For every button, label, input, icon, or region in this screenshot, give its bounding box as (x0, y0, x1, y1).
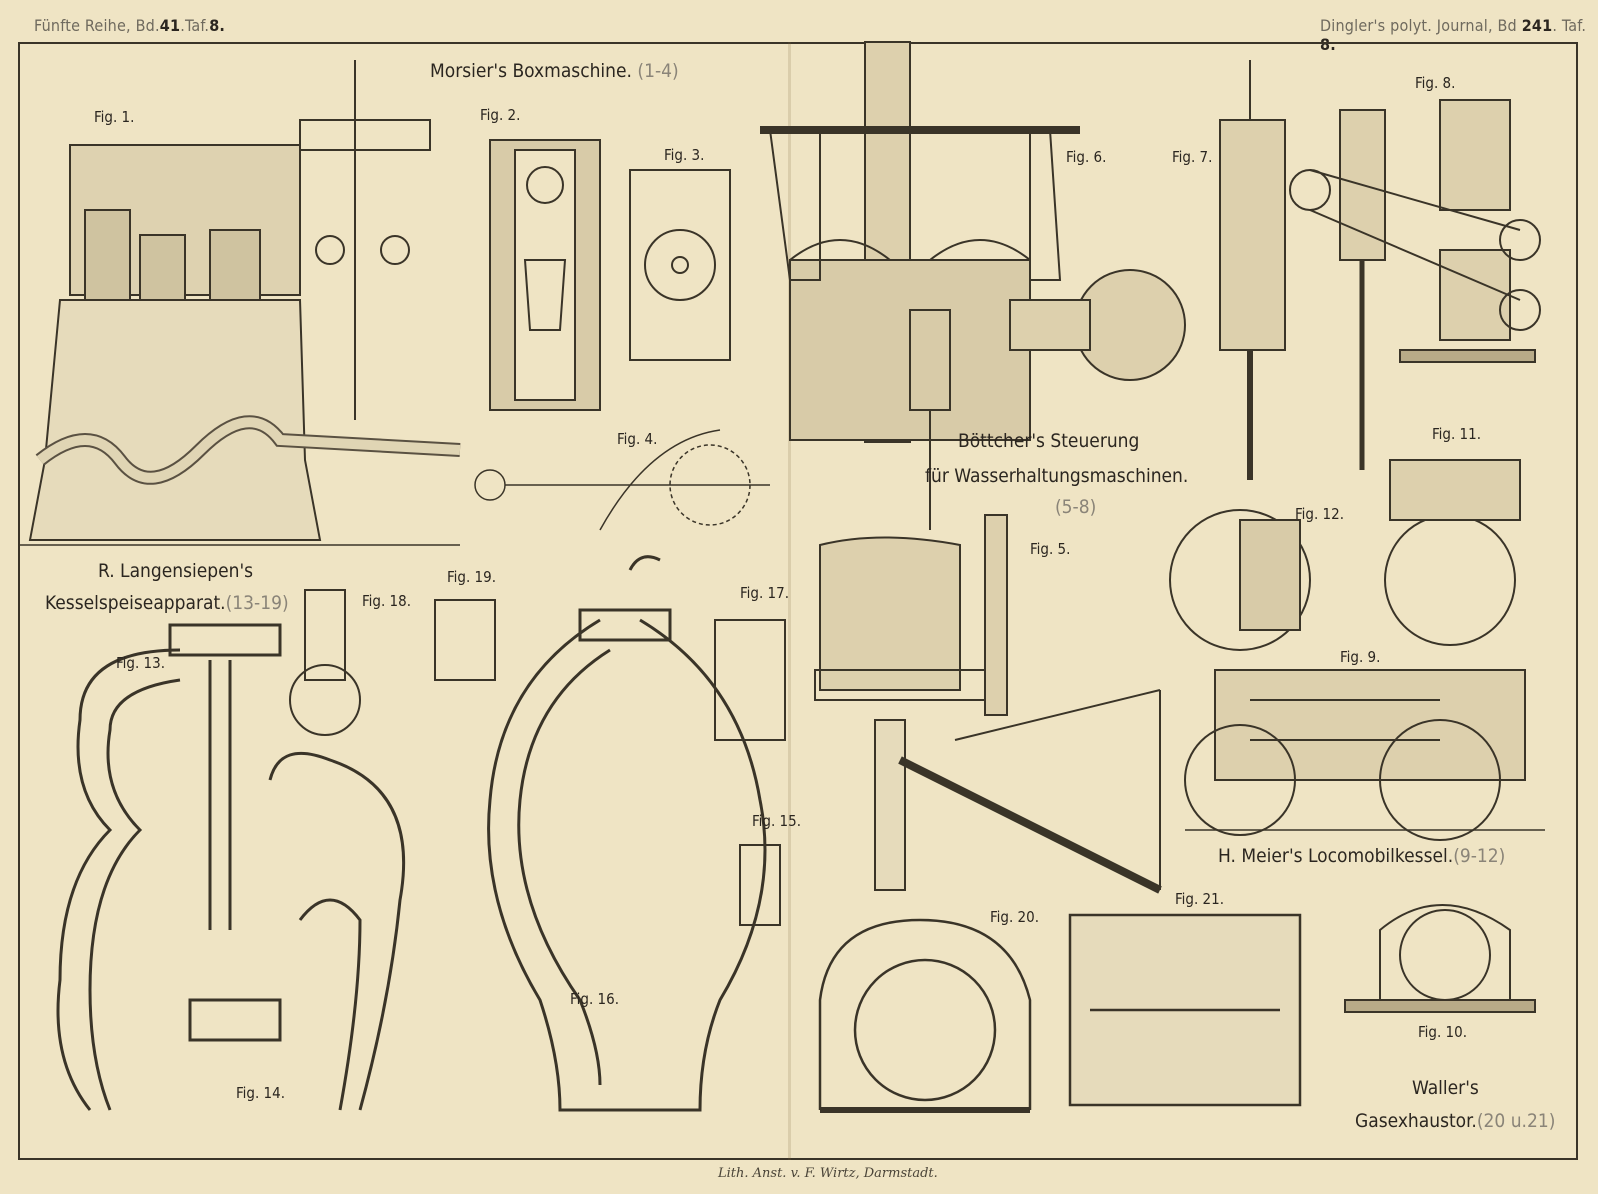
figure-range: (1-4) (637, 60, 679, 82)
caption-title: Kesselspeiseapparat. (45, 592, 226, 614)
fig-label-7: Fig. 7. (1172, 148, 1213, 166)
plate-border (18, 42, 1578, 1160)
fig2-valve-drawing (489, 139, 601, 411)
figure-range: (13-19) (225, 592, 289, 614)
fig1-boxmaschine-drawing (28, 60, 461, 541)
caption-title: Gasexhaustor. (1355, 1110, 1477, 1132)
fig-label-11: Fig. 11. (1432, 425, 1482, 443)
caption-title: H. Meier's Locomobilkessel. (1218, 845, 1454, 867)
fig-label-10: Fig. 10. (1418, 1023, 1468, 1041)
fig9-drawing (1184, 669, 1526, 841)
fig20-exhauster-drawing (818, 918, 1032, 1113)
fig6-steuerung-drawing (760, 41, 1186, 530)
fig-label-2: Fig. 2. (480, 106, 521, 124)
plate-number: 8. (209, 16, 226, 35)
fig-label-5: Fig. 5. (1030, 540, 1071, 558)
caption-morsier: Morsier's Boxmaschine. (1-4) (430, 60, 679, 82)
fig15-17-18-19-drawing (289, 589, 786, 926)
fig-label-15: Fig. 15. (752, 812, 802, 830)
plate-header-left: Fünfte Reihe, Bd.41.Taf.8. (34, 16, 225, 35)
plate-header-right: Dingler's polyt. Journal, Bd 241. Taf. 8… (1320, 16, 1598, 54)
fig-label-14: Fig. 14. (236, 1084, 286, 1102)
fig-label-21: Fig. 21. (1175, 890, 1225, 908)
caption-waller-line2: Gasexhaustor.(20 u.21) (1355, 1110, 1555, 1132)
fig10-drawing (1344, 904, 1536, 1013)
fig-label-19: Fig. 19. (447, 568, 497, 586)
volume-number: 241 (1521, 16, 1553, 35)
fig-label-8: Fig. 8. (1415, 74, 1456, 92)
fig-label-20: Fig. 20. (990, 908, 1040, 926)
caption-title: Morsier's Boxmaschine. (430, 60, 632, 82)
fig-label-9: Fig. 9. (1340, 648, 1381, 666)
figure-range: (5-8) (1055, 496, 1097, 518)
fig21-drawing (1068, 913, 1302, 1107)
figure-range: (9-12) (1453, 845, 1506, 867)
fig8-drawing (1289, 99, 1541, 470)
figure-range: (20 u.21) (1476, 1110, 1556, 1132)
fig-label-12: Fig. 12. (1295, 505, 1345, 523)
fig16-pipe-drawing (487, 555, 767, 1112)
caption-langensiepen-line1: R. Langensiepen's (98, 560, 254, 582)
header-text: . Taf. (1552, 16, 1587, 35)
fig11-drawing (1384, 459, 1521, 646)
fig-label-18: Fig. 18. (362, 592, 412, 610)
fig-label-3: Fig. 3. (664, 146, 705, 164)
fig-label-4: Fig. 4. (617, 430, 658, 448)
fig4-lever-drawing (474, 429, 770, 531)
fig-label-6: Fig. 6. (1066, 148, 1107, 166)
fig12-drawing (1169, 509, 1311, 651)
header-text: Fünfte Reihe, Bd. (34, 16, 160, 35)
caption-boettcher-line1: Böttcher's Steuerung (958, 430, 1140, 452)
header-text: Dingler's polyt. Journal, Bd (1320, 16, 1517, 35)
fig-label-1: Fig. 1. (94, 108, 135, 126)
header-text: .Taf. (180, 16, 210, 35)
fig-label-13: Fig. 13. (116, 654, 166, 672)
volume-number: 41 (159, 16, 181, 35)
caption-langensiepen-line2: Kesselspeiseapparat.(13-19) (45, 592, 289, 614)
lithographer-imprint: Lith. Anst. v. F. Wirtz, Darmstadt. (718, 1166, 938, 1181)
fig3-valve-drawing (629, 169, 731, 361)
fig5-drawing (814, 514, 1162, 894)
fig-label-17: Fig. 17. (740, 584, 790, 602)
fig13-14-pipe-drawing (56, 623, 406, 1111)
caption-boettcher-line2: für Wasserhaltungsmaschinen. (925, 465, 1189, 487)
page-fold (788, 42, 791, 1160)
caption-waller-line1: Waller's (1412, 1077, 1479, 1099)
fig-label-16: Fig. 16. (570, 990, 620, 1008)
caption-meier: H. Meier's Locomobilkessel.(9-12) (1218, 845, 1505, 867)
plate-number: 8. (1320, 35, 1336, 54)
fig7-drawing (1219, 60, 1286, 480)
